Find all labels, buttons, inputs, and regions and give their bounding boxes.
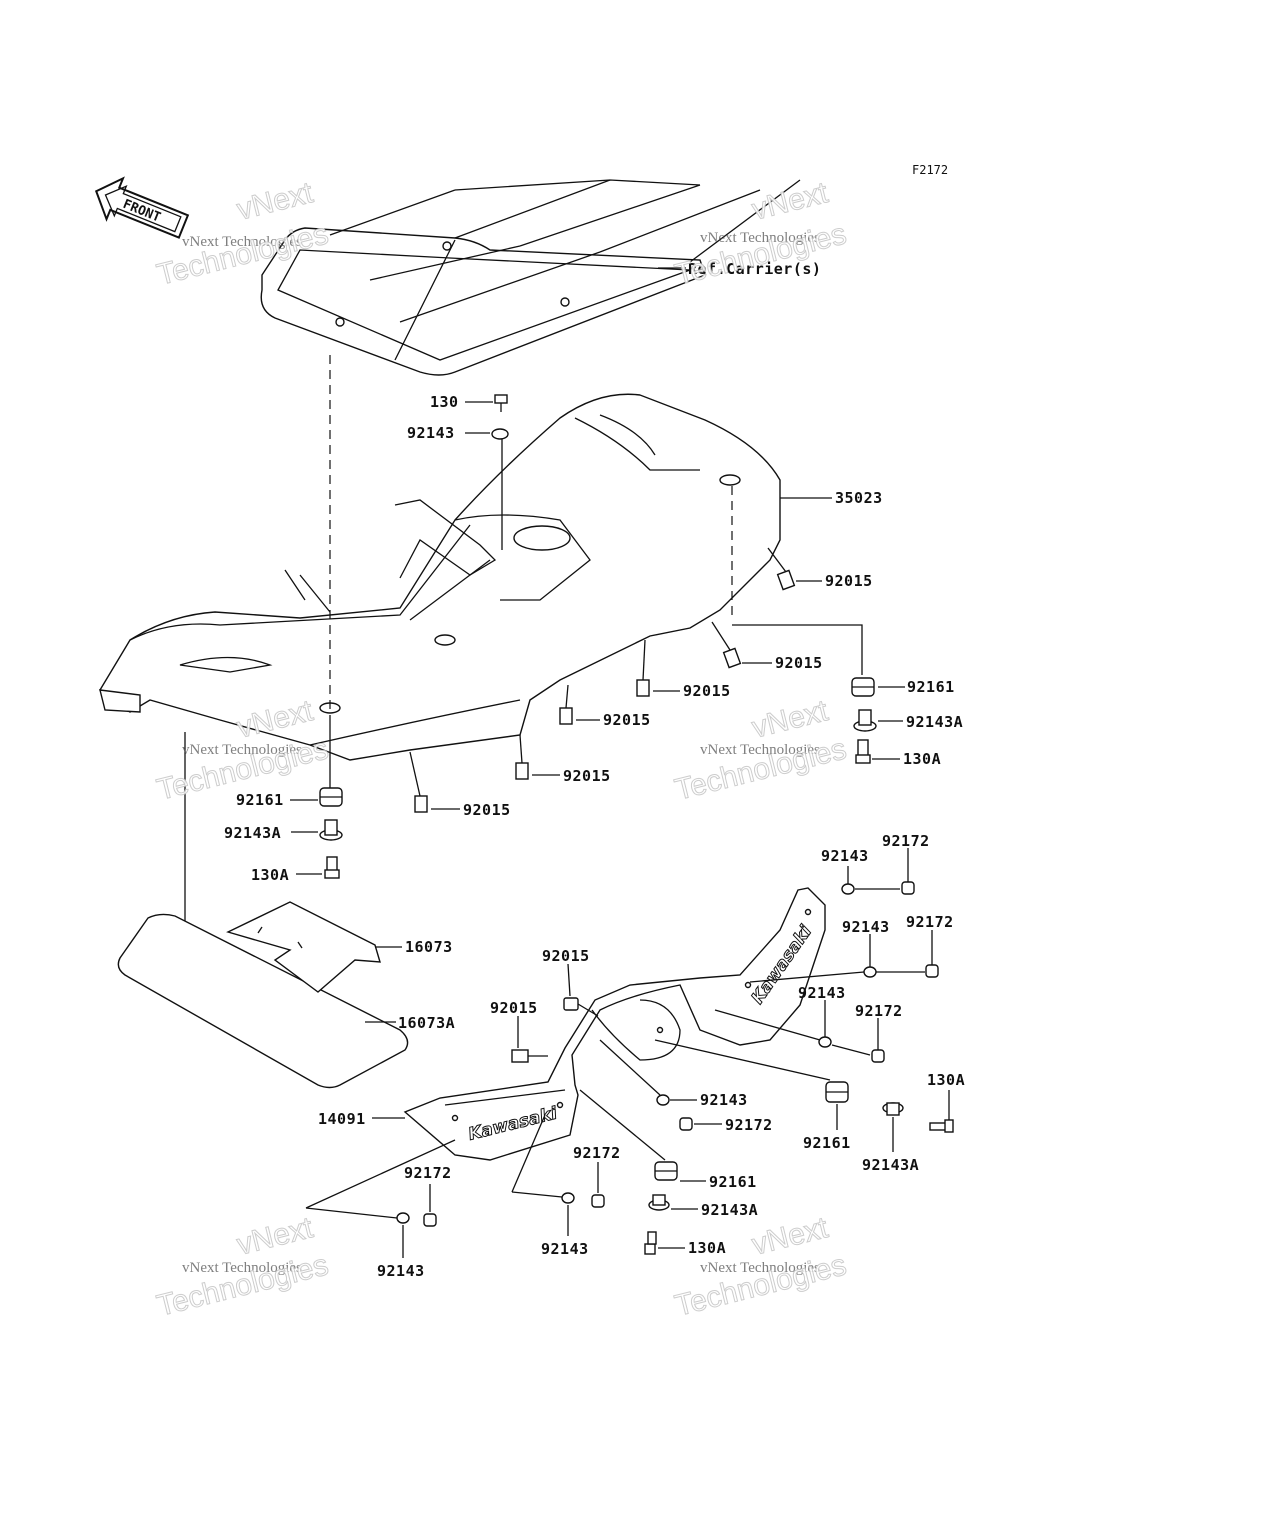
mat-16073A [117,913,409,1089]
ref-carrier-label: Ref.Carrier(s) [688,260,821,278]
collar-92143A-icon [882,1102,904,1116]
label-35023: 35023 [835,489,883,507]
label-92143-g3: 92143 [798,984,846,1002]
label-92161-r: 92161 [907,678,955,696]
label-92015-b: 92015 [775,654,823,672]
svg-text:vNext Technologies: vNext Technologies [182,742,302,758]
rear-fender: 35023 [99,393,883,761]
screw-92172-icon [679,1117,693,1131]
screw-92172-icon [901,881,915,895]
collar-92143A-icon [319,819,343,841]
label-92143A-r: 92143A [906,713,963,731]
mat-16073 [226,901,381,993]
svg-text:vNext Technologies: vNext Technologies [700,1260,820,1276]
label-92172-g1: 92172 [882,832,930,850]
bolt-130-icon [494,394,508,412]
collar-92143A-icon [853,709,877,732]
carrier-rack: Ref.Carrier(s) [260,179,821,376]
label-14091: 14091 [318,1110,366,1128]
label-92143A-l: 92143A [224,824,281,842]
label-92015-f: 92015 [463,801,511,819]
bolt-130A-icon [929,1119,954,1133]
label-92161-m: 92161 [803,1134,851,1152]
label-92143-m: 92143 [700,1091,748,1109]
label-92143-b1: 92143 [541,1240,589,1258]
label-92172-b2: 92172 [404,1164,452,1182]
washer-92143-icon [656,1094,670,1106]
washer-92143-icon [561,1192,575,1204]
label-92172-g3: 92172 [855,1002,903,1020]
label-92143-g2: 92143 [842,918,890,936]
label-92015-s2: 92015 [490,999,538,1017]
label-130: 130 [430,393,459,411]
svg-text:vNext: vNext [234,176,317,227]
label-92143-g1: 92143 [821,847,869,865]
svg-text:Technologies: Technologies [672,217,850,291]
label-92143A-b: 92143A [701,1201,758,1219]
washer-92143-icon [396,1212,410,1224]
label-130A-l: 130A [251,866,289,884]
washer-92143-icon [841,883,855,895]
clip-92015-icon [414,569,796,813]
grommet-92161-icon [851,677,875,697]
washer-92143-icon [818,1036,832,1048]
svg-text:vNext Technologies: vNext Technologies [182,234,302,250]
screw-92172-icon [871,1049,885,1063]
bolt-130A-icon [644,1231,657,1255]
grommet-92161-icon [654,1161,678,1181]
label-92172-g2: 92172 [906,913,954,931]
screw-92172-icon [423,1213,437,1227]
grommet-92161-icon [319,787,343,807]
grommet-92161-icon [825,1081,849,1103]
label-92143-b2: 92143 [377,1262,425,1280]
svg-text:vNext Technologies: vNext Technologies [700,742,820,758]
figure-code: F2172 [912,163,948,177]
label-92015-c: 92015 [683,682,731,700]
label-92161-b: 92161 [709,1173,757,1191]
front-arrow-icon: FRONT [94,176,190,239]
label-130A-s: 130A [927,1071,965,1089]
label-92143A-m: 92143A [862,1156,919,1174]
label-92015-a: 92015 [825,572,873,590]
screw-92172-icon [925,964,939,978]
label-92143-top: 92143 [407,424,455,442]
svg-text:vNext Technologies: vNext Technologies [700,230,820,246]
label-130A-b: 130A [688,1239,726,1257]
washer-92143-icon [863,966,877,978]
svg-text:vNext Technologies: vNext Technologies [182,1260,302,1276]
bolt-130A-icon [855,739,871,764]
label-92172-m: 92172 [725,1116,773,1134]
label-16073: 16073 [405,938,453,956]
label-130A-r: 130A [903,750,941,768]
svg-text:vNext: vNext [749,176,832,227]
label-92015-e: 92015 [563,767,611,785]
label-16073A: 16073A [398,1014,455,1032]
label-92015-d: 92015 [603,711,651,729]
label-92015-s1: 92015 [542,947,590,965]
washer-92143-icon [491,428,509,440]
screw-92172-icon [591,1194,605,1208]
clip-92015-icon [511,997,579,1063]
collar-92143A-icon [648,1194,670,1211]
label-92161-l: 92161 [236,791,284,809]
bolt-130A-icon [324,856,340,879]
label-92172-b1: 92172 [573,1144,621,1162]
